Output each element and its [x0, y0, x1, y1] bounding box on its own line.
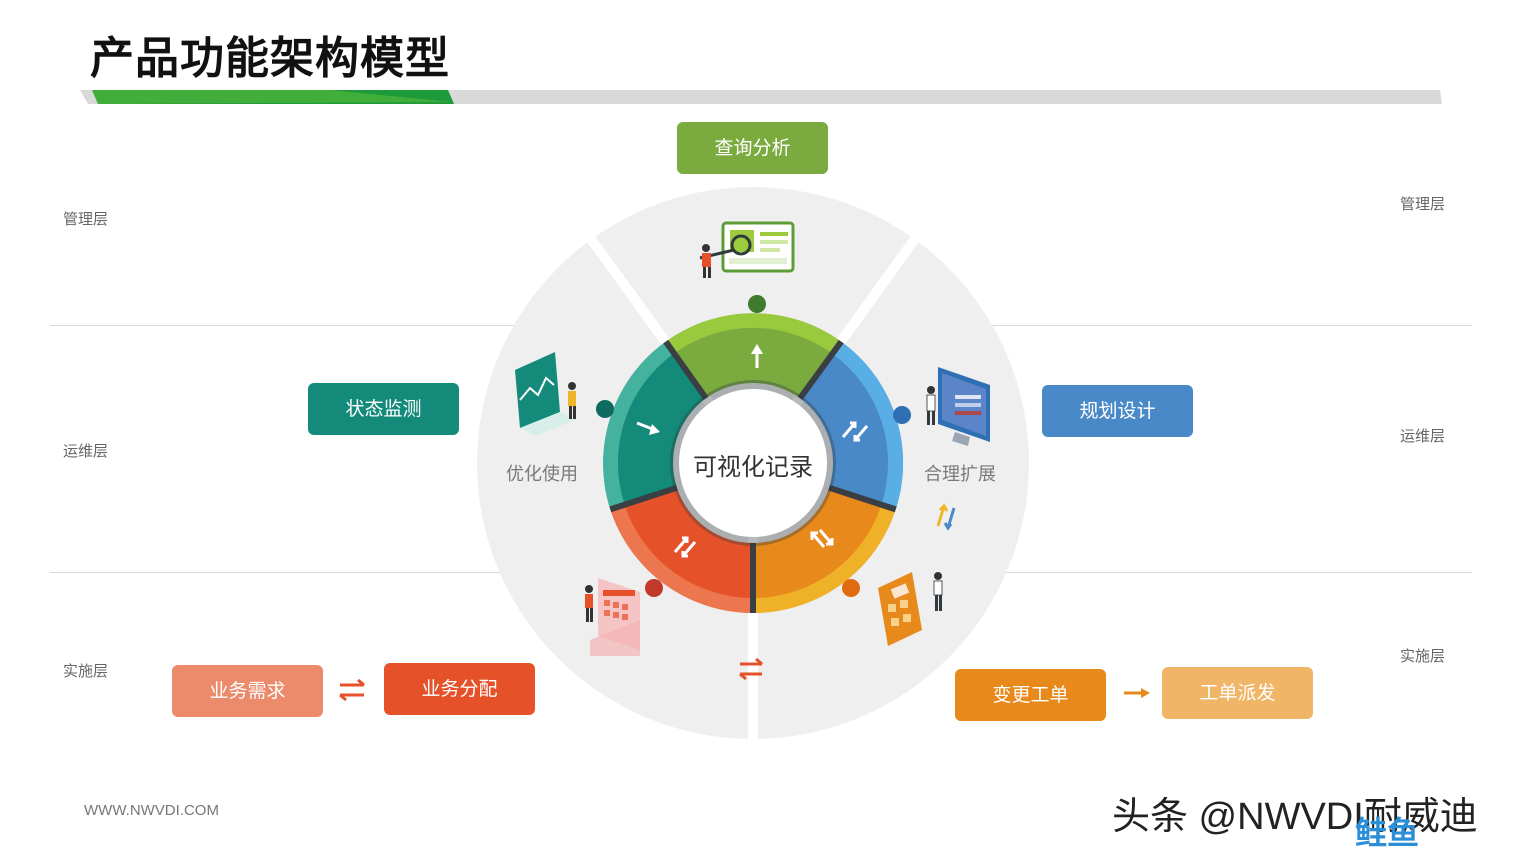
dot-bottom-left — [645, 579, 663, 597]
expansion-illustration — [926, 367, 990, 446]
layer-label-operations-left: 运维层 — [63, 442, 109, 460]
ring-segment-bottom-left — [610, 487, 753, 614]
watermark-logo: 鲑鱼 — [1355, 814, 1420, 852]
query-analysis-box[interactable]: 查询分析 — [677, 122, 828, 174]
status-monitor-box[interactable]: 状态监测 — [308, 383, 459, 435]
dot-top — [748, 295, 766, 313]
layer-label-implementation-right: 实施层 — [1400, 647, 1446, 665]
layer-label-management-left: 管理层 — [63, 210, 109, 228]
ring-segment-bottom-right — [753, 487, 896, 613]
title-underline-bar — [80, 90, 1442, 104]
segment-label-expansion: 合理扩展 — [924, 464, 996, 485]
exchange-icon-left — [339, 678, 365, 702]
business-allocation-box[interactable]: 业务分配 — [384, 663, 535, 715]
segment-label-optimize: 优化使用 — [506, 464, 578, 485]
dot-left — [596, 400, 614, 418]
arrow-right-icon — [1124, 688, 1150, 698]
business-illustration — [585, 578, 640, 656]
center-label: 可视化记录 — [693, 453, 813, 481]
page-title: 产品功能架构模型 — [90, 33, 450, 84]
ticket-dispatch-box[interactable]: 工单派发 — [1162, 667, 1313, 719]
layer-label-implementation-left: 实施层 — [63, 662, 109, 680]
query-analysis-illustration — [699, 221, 795, 278]
dot-bottom-right — [842, 579, 860, 597]
layer-label-operations-right: 运维层 — [1400, 427, 1446, 445]
layer-label-management-right: 管理层 — [1400, 195, 1446, 213]
exchange-icon-bottom — [739, 657, 763, 681]
dot-right — [893, 406, 911, 424]
optimize-illustration — [515, 352, 576, 436]
business-demand-box[interactable]: 业务需求 — [172, 665, 323, 717]
planning-design-box[interactable]: 规划设计 — [1042, 385, 1193, 437]
ticket-illustration — [878, 572, 943, 646]
center-circle — [679, 389, 827, 537]
change-ticket-box[interactable]: 变更工单 — [955, 669, 1106, 721]
exchange-icon-right — [936, 503, 956, 531]
watermark-text: 头条 @NWVDI耐威迪 — [1112, 796, 1478, 838]
footer-url: WWW.NWVDI.COM — [84, 802, 219, 819]
